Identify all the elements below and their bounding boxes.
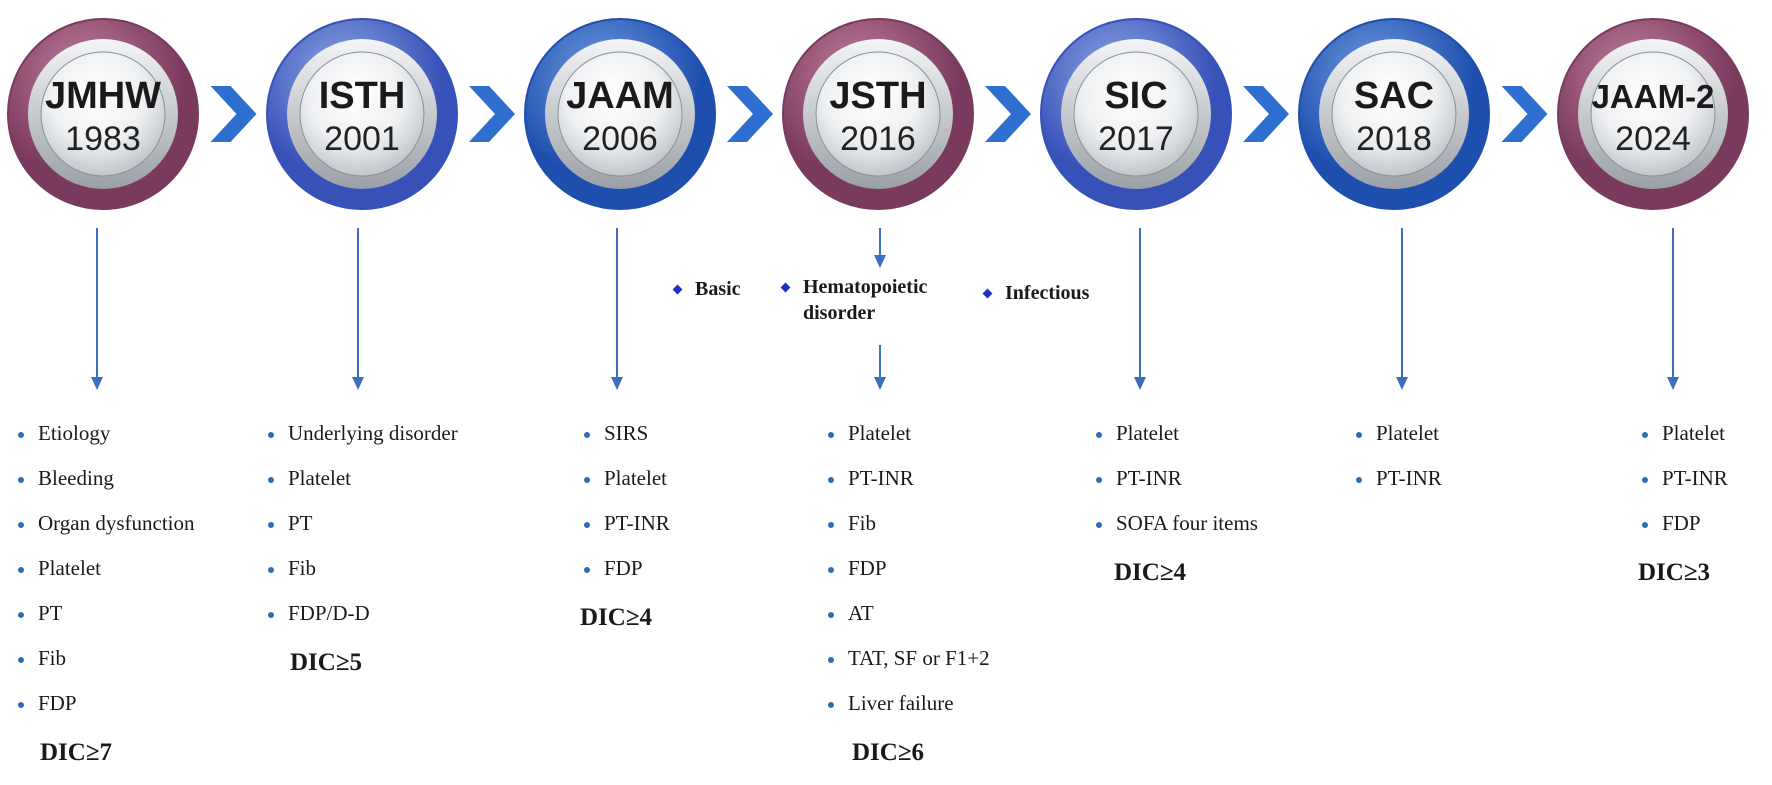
dic-threshold: DIC≥3 [1638, 559, 1711, 586]
node-abbreviation: SAC [1354, 75, 1434, 117]
chevron-right-icon [210, 86, 257, 142]
timeline-chevrons [210, 86, 1548, 142]
subtype-label: Infectious [1005, 282, 1090, 304]
criteria-item: SIRS [578, 420, 670, 465]
criteria-item: Platelet [12, 555, 195, 600]
criteria-item: Fib [262, 555, 458, 600]
criteria-item: Platelet [262, 465, 458, 510]
node-year: 2006 [582, 120, 658, 158]
node-abbreviation: JAAM-2 [1592, 78, 1715, 115]
timeline-node-jaam-2: JAAM-2 2024 [1557, 18, 1749, 210]
node-abbreviation: JSTH [829, 75, 926, 117]
criteria-item: FDP [1636, 510, 1728, 555]
down-arrow-icon [91, 228, 103, 390]
criteria-item: Underlying disorder [262, 420, 458, 465]
criteria-item: Fib [822, 510, 990, 555]
criteria-item: Platelet [1636, 420, 1728, 465]
criteria-item: SOFA four items [1090, 510, 1258, 555]
criteria-item: PT-INR [1636, 465, 1728, 510]
down-arrow-icon [1396, 228, 1408, 390]
criteria-item: FDP [578, 555, 670, 600]
criteria-item: Platelet [1350, 420, 1442, 465]
criteria-item: FDP [822, 555, 990, 600]
dic-threshold: DIC≥6 [852, 739, 925, 766]
dic-threshold: DIC≥4 [580, 604, 653, 631]
down-arrow-icon [874, 228, 886, 268]
criteria-item: PT [262, 510, 458, 555]
jsth-subtype-hematopoietic: Hematopoietic disorder [780, 274, 983, 326]
node-year: 2017 [1098, 120, 1174, 158]
chevron-right-icon [469, 86, 515, 142]
criteria-item: PT-INR [822, 465, 990, 510]
criteria-item: FDP [12, 690, 195, 735]
node-year: 2001 [324, 120, 400, 158]
chevron-right-icon [1501, 86, 1548, 142]
chevron-right-icon [1243, 86, 1289, 142]
criteria-item: Platelet [578, 465, 670, 510]
chevron-right-icon [727, 86, 773, 142]
criteria-item: PT-INR [1350, 465, 1442, 510]
criteria-item: Organ dysfunction [12, 510, 195, 555]
subtype-label: Basic [695, 278, 741, 300]
down-arrow-icon [874, 345, 886, 390]
criteria-item: Platelet [822, 420, 990, 465]
criteria-item: AT [822, 600, 990, 645]
node-year: 2016 [840, 120, 916, 158]
criteria-item: Fib [12, 645, 195, 690]
dic-threshold: DIC≥5 [290, 649, 363, 676]
criteria-item: PT-INR [1090, 465, 1258, 510]
subtype-label: Hematopoietic disorder [803, 276, 928, 324]
node-abbreviation: SIC [1104, 75, 1167, 117]
node-year: 2024 [1615, 120, 1691, 158]
node-year: 1983 [65, 120, 141, 158]
criteria-item: Liver failure [822, 690, 990, 735]
criteria-item: Bleeding [12, 465, 195, 510]
node-year: 2018 [1356, 120, 1432, 158]
criteria-item: FDP/D-D [262, 600, 458, 645]
down-arrow-icon [352, 228, 364, 390]
down-arrow-icon [611, 228, 623, 390]
chevron-right-icon [985, 86, 1031, 142]
down-arrow-icon [1667, 228, 1679, 390]
jsth-subtype-basic: Basic [672, 276, 741, 302]
timeline-nodes: JMHW1983ISTH2001JAAM2006JSTH2016SIC2017S… [7, 18, 1749, 210]
criteria-item: Etiology [12, 420, 195, 465]
criteria-item: PT [12, 600, 195, 645]
connector-arrows [91, 228, 1679, 390]
dic-threshold: DIC≥4 [1114, 559, 1187, 586]
criteria-item: TAT, SF or F1+2 [822, 645, 990, 690]
down-arrow-icon [1134, 228, 1146, 390]
dic-threshold: DIC≥7 [40, 739, 113, 766]
node-abbreviation: JAAM [566, 75, 674, 117]
criteria-item: Platelet [1090, 420, 1258, 465]
node-abbreviation: ISTH [319, 75, 406, 117]
node-abbreviation: JMHW [45, 75, 161, 117]
jsth-subtype-infectious: Infectious [982, 280, 1090, 306]
criteria-item: PT-INR [578, 510, 670, 555]
